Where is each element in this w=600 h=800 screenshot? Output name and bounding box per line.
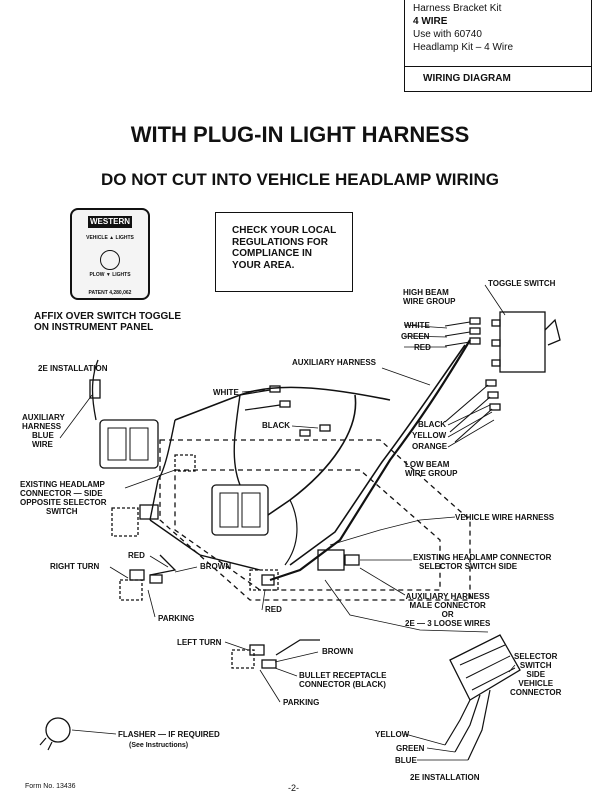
existing-headlamp-side-label: EXISTING HEADLAMP CONNECTOR — SIDE OPPOS… bbox=[20, 480, 107, 516]
see-instructions-label: (See Instructions) bbox=[129, 742, 189, 749]
low-beam-label: LOW BEAM WIRE GROUP bbox=[405, 460, 457, 478]
blue-bottom-label: BLUE bbox=[395, 756, 417, 765]
notice-line: CHECK YOUR LOCAL bbox=[232, 225, 337, 236]
western-logo: WESTERN bbox=[88, 216, 132, 228]
label-line: WIRE GROUP bbox=[403, 297, 456, 306]
vehicle-wire-harness-label: VEHICLE WIRE HARNESS bbox=[455, 513, 555, 522]
black-mid-label: BLACK bbox=[262, 421, 290, 430]
label-line: 2E — 3 LOOSE WIRES bbox=[405, 619, 491, 628]
label-line: HIGH BEAM bbox=[403, 288, 449, 297]
label-line: WIRE bbox=[32, 440, 53, 449]
aux-male-connector-label: AUXILIARY HARNESS MALE CONNECTOR OR 2E —… bbox=[405, 592, 490, 628]
left-turn-label: LEFT TURN bbox=[177, 638, 222, 647]
right-turn-label: RIGHT TURN bbox=[50, 562, 100, 571]
brown-top-label: BROWN bbox=[200, 562, 232, 571]
yellow-bottom-label: YELLOW bbox=[375, 730, 410, 739]
white-left-label: WHITE bbox=[213, 388, 239, 397]
label-line: EXISTING HEADLAMP bbox=[20, 480, 105, 489]
label-line: VEHICLE bbox=[518, 679, 554, 688]
selector-switch-connector-icon bbox=[449, 634, 521, 701]
kit-line: 4 WIRE bbox=[413, 16, 448, 27]
notice-line: REGULATIONS FOR bbox=[232, 236, 328, 248]
kit-line: Harness Bracket Kit bbox=[413, 3, 502, 14]
page-number: -2- bbox=[288, 783, 299, 793]
label-line: AUXILIARY bbox=[22, 413, 65, 422]
brown-bottom-label: BROWN bbox=[322, 647, 354, 656]
orange-right-label: ORANGE bbox=[412, 442, 448, 451]
kit-line: Use with 60740 bbox=[413, 29, 482, 40]
label-line: OR bbox=[441, 610, 454, 619]
wiring-diagram-title: WIRING DIAGRAM bbox=[423, 73, 511, 84]
notice-line: COMPLIANCE IN bbox=[232, 248, 312, 259]
kit-line: Headlamp Kit – 4 Wire bbox=[413, 42, 514, 53]
install-2e-bottom-label: 2E INSTALLATION bbox=[410, 773, 480, 782]
toggle-hole-icon bbox=[100, 250, 120, 270]
label-line: CONNECTOR bbox=[510, 688, 562, 697]
toggle-switch-label: TOGGLE SWITCH bbox=[488, 279, 556, 288]
kit-info-box: Harness Bracket Kit 4 WIRE Use with 6074… bbox=[404, 0, 592, 92]
flasher-label: FLASHER — IF REQUIRED bbox=[118, 730, 220, 739]
plate-patent: PATENT 4,280,062 bbox=[88, 290, 132, 296]
label-line: SWITCH bbox=[46, 507, 78, 516]
label-line: SELECTOR SWITCH SIDE bbox=[419, 562, 518, 571]
label-line: AUXILIARY HARNESS bbox=[405, 592, 490, 601]
flasher-icon bbox=[45, 717, 71, 743]
parking-bottom-label: PARKING bbox=[283, 698, 320, 707]
aux-harness-label: AUXILIARY HARNESS bbox=[292, 358, 377, 367]
plate-bottom-text: PLOW ▼ LIGHTS bbox=[89, 272, 131, 278]
label-line: SWITCH bbox=[519, 661, 552, 670]
green-bottom-label: GREEN bbox=[396, 744, 425, 753]
affix-label-line: AFFIX OVER SWITCH TOGGLE bbox=[34, 311, 182, 322]
label-line: BULLET RECEPTACLE bbox=[299, 671, 387, 680]
existing-headlamp-connector-icon bbox=[317, 549, 345, 571]
install-2e-top-label: 2E INSTALLATION bbox=[38, 364, 108, 373]
label-line: CONNECTOR (BLACK) bbox=[299, 680, 386, 689]
label-line: BLUE bbox=[32, 431, 54, 440]
label-line: CONNECTOR — SIDE bbox=[20, 489, 103, 498]
notice-line: YOUR AREA. bbox=[232, 259, 295, 271]
red-top-label: RED bbox=[128, 551, 145, 560]
kit-divider bbox=[405, 66, 591, 67]
label-line: OPPOSITE SELECTOR bbox=[20, 498, 107, 507]
aux-blue-wire-label: AUXILIARY HARNESS BLUE WIRE bbox=[22, 413, 65, 449]
affix-label: AFFIX OVER SWITCH TOGGLE ON INSTRUMENT P… bbox=[34, 311, 181, 333]
white-right-label: WHITE bbox=[404, 321, 430, 330]
aux-harness-wire bbox=[269, 339, 471, 582]
bullet-receptacle-label: BULLET RECEPTACLE CONNECTOR (BLACK) bbox=[299, 671, 386, 689]
label-line: SIDE bbox=[526, 670, 546, 679]
red-right-label: RED bbox=[414, 343, 431, 352]
existing-headlamp-selector-label: EXISTING HEADLAMP CONNECTOR SELECTOR SWI… bbox=[413, 553, 551, 571]
vehicle-outline-inner bbox=[174, 469, 441, 591]
label-line: WIRE GROUP bbox=[405, 469, 458, 478]
yellow-right-label: YELLOW bbox=[412, 431, 447, 440]
selector-switch-side-label: SELECTOR SWITCH SIDE VEHICLE CONNECTOR bbox=[510, 652, 561, 697]
red-mid-label: RED bbox=[265, 605, 282, 614]
page-title: WITH PLUG-IN LIGHT HARNESS bbox=[130, 122, 470, 147]
green-right-label: GREEN bbox=[401, 332, 430, 341]
aux-blue-wire-connector-icon bbox=[89, 379, 101, 399]
page-subtitle: DO NOT CUT INTO VEHICLE HEADLAMP WIRING bbox=[101, 170, 499, 189]
toggle-switch-icon bbox=[499, 311, 546, 373]
left-headlamp-icon bbox=[99, 419, 159, 469]
label-line: EXISTING HEADLAMP CONNECTOR bbox=[413, 553, 552, 562]
plate-top-text: VEHICLE ▲ LIGHTS bbox=[86, 235, 134, 241]
vehicle-outline bbox=[159, 439, 471, 601]
form-number: Form No. 13436 bbox=[25, 783, 76, 790]
label-line: LOW BEAM bbox=[405, 460, 450, 469]
notice-box: CHECK YOUR LOCAL REGULATIONS FOR COMPLIA… bbox=[215, 212, 353, 292]
label-line: HARNESS bbox=[22, 422, 62, 431]
high-beam-label: HIGH BEAM WIRE GROUP bbox=[403, 288, 455, 306]
label-line: SELECTOR bbox=[514, 652, 558, 661]
black-right-label: BLACK bbox=[418, 420, 446, 429]
label-line: MALE CONNECTOR bbox=[409, 601, 486, 610]
parking-top-label: PARKING bbox=[158, 614, 195, 623]
switch-decal-plate: WESTERN VEHICLE ▲ LIGHTS PLOW ▼ LIGHTS P… bbox=[70, 208, 150, 300]
affix-label-line: ON INSTRUMENT PANEL bbox=[34, 322, 154, 333]
